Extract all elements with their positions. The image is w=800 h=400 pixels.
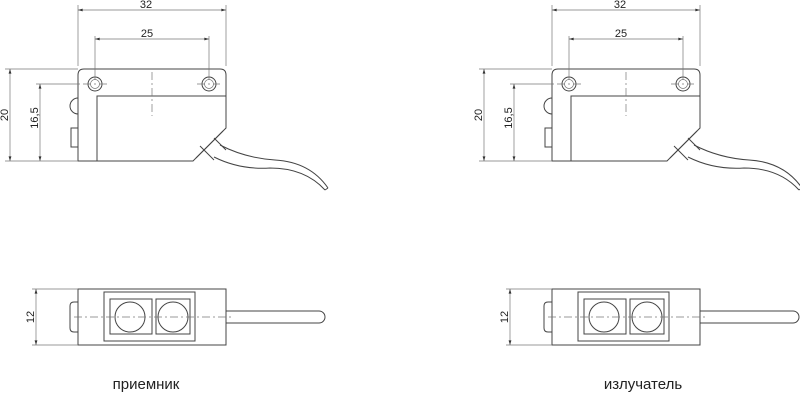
dim-width: 32 [614,0,626,11]
dim-depth: 12 [499,311,511,323]
dim-height: 20 [473,109,485,121]
dim-hole-height: 16,5 [503,107,515,128]
dim-hole-spacing: 25 [615,28,627,40]
emitter-label: излучатель [603,376,683,393]
dim-height: 20 [0,109,11,121]
dim-hole-height: 16,5 [29,107,41,128]
sensor-drawing-emitter: 32 25 20 16,5 12 [473,0,800,345]
receiver-label: приемник [112,376,180,393]
sensor-drawing-receiver: 32 25 20 16,5 12 [0,0,328,345]
dim-width: 32 [140,0,152,11]
dim-hole-spacing: 25 [141,28,153,40]
dim-depth: 12 [25,311,37,323]
